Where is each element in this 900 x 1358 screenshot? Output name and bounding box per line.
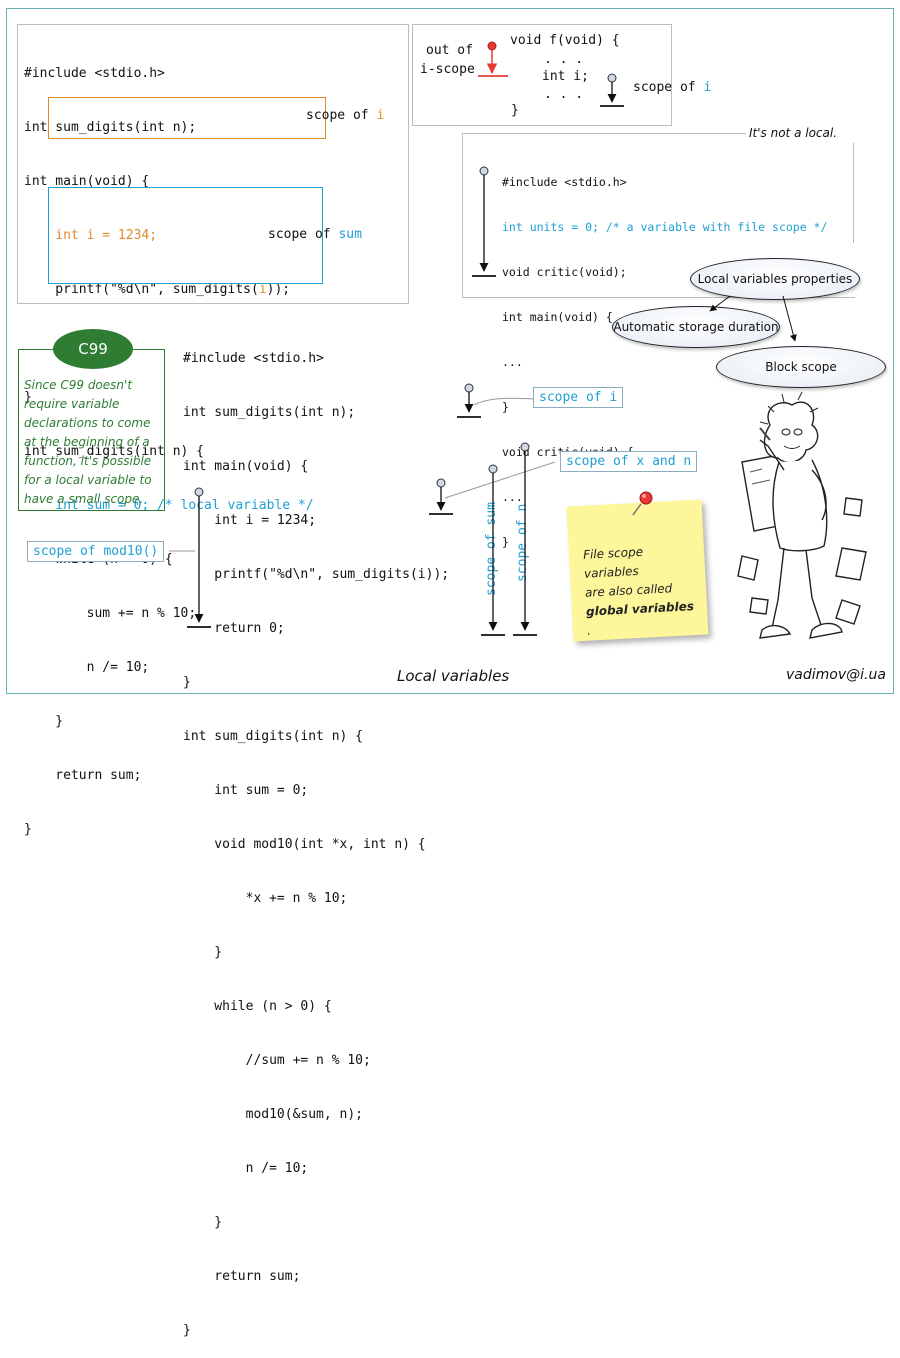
code-line: int i = 1234;	[183, 513, 317, 528]
tag-scope-of-mod10: scope of mod10()	[27, 541, 165, 562]
scope-marker-mod10	[169, 487, 211, 628]
code-f-dots: . . .	[544, 87, 584, 102]
code-line: }	[183, 675, 191, 690]
code-line: while (n > 0) {	[183, 999, 332, 1014]
code-line: }	[183, 945, 223, 960]
tag-scope-of-i: scope of i	[533, 387, 624, 408]
code-panel-out-of-scope	[412, 24, 672, 126]
arrow-to-automatic	[709, 295, 731, 312]
code-line: }	[502, 400, 509, 414]
code-line: #include <stdio.h>	[502, 175, 627, 189]
scope-label-sum: scope of sum	[268, 227, 362, 242]
printf-arg-i: i	[258, 282, 267, 297]
code-line: return 0;	[183, 621, 285, 636]
tag-scope-of-x-and-n: scope of x and n	[560, 451, 698, 472]
ellipse-automatic-storage: Automatic storage duration	[612, 306, 780, 348]
scope-marker-sum	[481, 464, 505, 636]
code-line: }	[183, 1323, 191, 1338]
scope-label-i: scope of i	[306, 108, 385, 123]
code-line: n /= 10;	[24, 660, 150, 675]
panel-top-border	[462, 133, 746, 134]
c99-badge: C99	[53, 329, 133, 369]
code-f-dots: . . .	[544, 52, 584, 67]
code-line: int sum_digits(int n);	[24, 120, 197, 135]
code-line: sum += n % 10;	[24, 606, 197, 621]
code-line: ...	[502, 490, 523, 504]
code-line: }	[183, 1215, 223, 1230]
code-panel-scope-blocks	[17, 24, 409, 304]
out-of-scope-marker	[478, 41, 508, 77]
code-line: int sum_digits(int n);	[183, 405, 356, 420]
code-line-decl-i: int i = 1234;	[24, 228, 158, 243]
code-line: void critic(void);	[502, 265, 627, 279]
code-line: int main(void) {	[24, 174, 150, 189]
code-line: int main(void) {	[502, 310, 613, 324]
code-line: int sum_digits(int n) {	[183, 729, 364, 744]
out-of-label: out of	[426, 43, 473, 58]
ellipse-local-properties: Local variables properties	[690, 258, 860, 300]
outer-frame	[6, 8, 894, 694]
file-scope-marker	[472, 166, 496, 277]
code-line-units: int units = 0; /* a variable with file s…	[502, 220, 828, 234]
arrow-to-block-scope	[782, 295, 797, 342]
i-scope-label: i-scope	[420, 62, 475, 77]
code-listing-c: #include <stdio.h> int units = 0; /* a v…	[502, 145, 827, 565]
code-line: return sum;	[183, 1269, 301, 1284]
scope-label-f-i: scope of i	[633, 80, 712, 95]
code-f-decl-i: int i;	[542, 69, 589, 84]
code-line: ...	[502, 355, 523, 369]
code-listing-a: #include <stdio.h> int sum_digits(int n)…	[24, 29, 314, 857]
push-pin-icon	[632, 491, 653, 516]
code-f-header: void f(void) {	[510, 33, 620, 48]
code-line: #include <stdio.h>	[183, 351, 324, 366]
c99-note-text: Since C99 doesn't require variable decla…	[24, 378, 152, 506]
code-line: #include <stdio.h>	[24, 66, 165, 81]
cartoon-thinker-illustration	[737, 391, 867, 639]
code-line: *x += n % 10;	[183, 891, 348, 906]
scope-box-sum	[48, 187, 323, 284]
scope-box-i	[48, 97, 326, 139]
code-line-printf: printf("%d\n", sum_digits(i));	[24, 282, 291, 297]
code-line-decl-sum: int sum = 0; /* local variable */	[24, 498, 314, 513]
annotation-overlay	[169, 41, 867, 639]
figure-caption: Local variables	[397, 667, 510, 685]
code-line: int sum_digits(int n) {	[24, 444, 205, 459]
scope-marker-x-n	[429, 461, 556, 515]
code-line: }	[502, 535, 509, 549]
code-line: }	[24, 390, 32, 405]
scope-marker-n	[513, 442, 537, 636]
code-line: void mod10(int *x, int n) {	[183, 837, 426, 852]
author-email: vadimov@i.ua	[786, 667, 886, 683]
ellipse-block-scope: Block scope	[716, 346, 886, 388]
code-line: mod10(&sum, n);	[183, 1107, 364, 1122]
code-line: int main(void) {	[183, 459, 309, 474]
scope-marker-i	[457, 383, 534, 418]
code-f-close: }	[511, 103, 519, 118]
scope-marker-f-i	[600, 73, 624, 107]
code-line: n /= 10;	[183, 1161, 309, 1176]
code-line: printf("%d\n", sum_digits(i));	[183, 567, 450, 582]
code-line: int sum = 0;	[183, 783, 309, 798]
code-line: //sum += n % 10;	[183, 1053, 371, 1068]
panel-right-border	[853, 143, 854, 243]
not-local-note: It's not a local.	[749, 126, 838, 140]
